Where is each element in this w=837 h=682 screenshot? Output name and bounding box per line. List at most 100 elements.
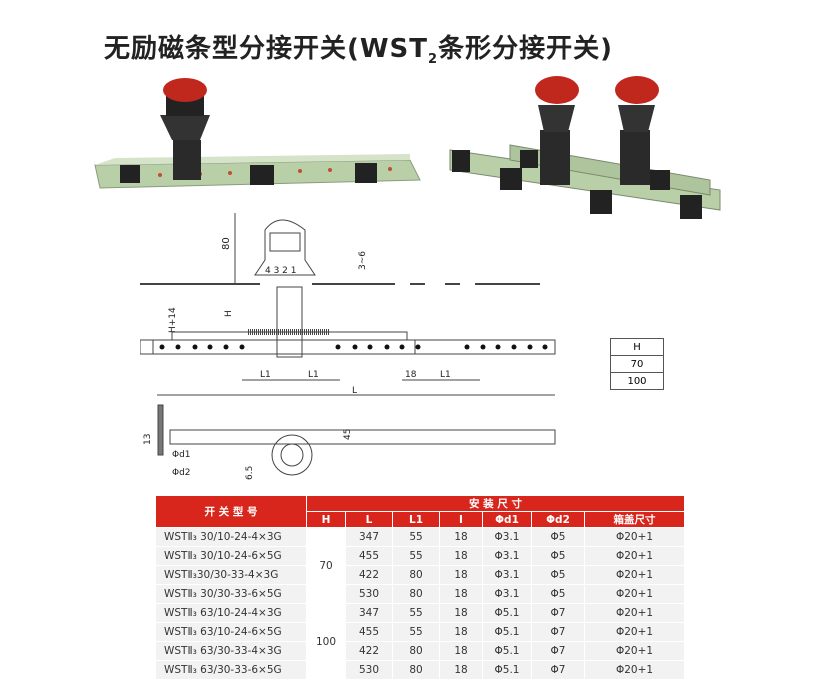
column-header: Φd2 (532, 512, 584, 527)
dim-h: H (224, 310, 234, 317)
technical-drawing: 80 3~6 H+14 H 4 3 2 1 L1 L1 18 L1 L 13 4… (140, 213, 556, 480)
table-cell: Φ20+1 (585, 623, 684, 641)
table-cell: WSTⅡ₃ 63/30-33-4×3G (156, 642, 306, 660)
dim-13: 13 (143, 434, 153, 445)
table-cell: 55 (393, 604, 439, 622)
table-cell: WSTⅡ₃ 30/10-24-4×3G (156, 528, 306, 546)
dim-l1-c: L1 (440, 370, 451, 380)
table-cell: Φ7 (532, 604, 584, 622)
table-cell: Φ20+1 (585, 528, 684, 546)
model-header: 开 关 型 号 (156, 496, 306, 527)
table-cell: Φ5 (532, 566, 584, 584)
dim-phi-d2: Φd2 (172, 468, 191, 478)
table-cell: 18 (440, 566, 482, 584)
table-cell: 18 (440, 604, 482, 622)
table-cell: Φ5 (532, 528, 584, 546)
table-cell: 55 (393, 528, 439, 546)
dim-80: 80 (221, 237, 232, 250)
page-title: 无励磁条型分接开关(WST2条形分接开关) (104, 28, 613, 67)
install-dim-header: 安 装 尺 寸 (307, 496, 684, 511)
table-cell: Φ5.1 (483, 623, 531, 641)
table-cell: Φ20+1 (585, 604, 684, 622)
title-tail: 条形分接开关) (438, 34, 613, 64)
table-cell: 347 (346, 528, 392, 546)
table-cell: Φ20+1 (585, 661, 684, 679)
dial-numbers: 4 3 2 1 (265, 266, 297, 276)
product-photo-double (449, 76, 721, 219)
table-cell: WSTⅡ₃ 30/30-33-6×5G (156, 585, 306, 603)
dim-l1-a: L1 (260, 370, 271, 380)
table-cell: 422 (346, 642, 392, 660)
column-header: 箱盖尺寸 (585, 512, 684, 527)
table-cell: Φ5 (532, 547, 584, 565)
table-cell: Φ3.1 (483, 547, 531, 565)
table-cell: 18 (440, 585, 482, 603)
h-header: H (610, 338, 664, 356)
table-cell: WSTⅡ₃ 30/10-24-6×5G (156, 547, 306, 565)
table-cell: WSTⅡ₃ 63/30-33-6×5G (156, 661, 306, 679)
table-cell: Φ7 (532, 661, 584, 679)
table-cell: WSTⅡ₃ 63/10-24-6×5G (156, 623, 306, 641)
table-cell: 55 (393, 623, 439, 641)
h-value: 70 (610, 355, 664, 373)
table-cell: Φ3.1 (483, 528, 531, 546)
table-cell: 455 (346, 623, 392, 641)
table-cell: 347 (346, 604, 392, 622)
table-cell: 80 (393, 661, 439, 679)
dim-45: 45 (343, 429, 353, 440)
dim-phi-d1: Φd1 (172, 450, 191, 460)
table-cell: WSTⅡ₃30/30-33-4×3G (156, 566, 306, 584)
dim-l: L (352, 386, 357, 396)
table-cell: 530 (346, 661, 392, 679)
table-cell: Φ20+1 (585, 566, 684, 584)
table-cell: 18 (440, 661, 482, 679)
table-cell: WSTⅡ₃ 63/10-24-4×3G (156, 604, 306, 622)
dim-3-6: 3~6 (358, 251, 368, 270)
table-cell: 18 (440, 528, 482, 546)
product-photo-single (94, 78, 421, 189)
dim-l1-b: L1 (308, 370, 319, 380)
table-cell: Φ5.1 (483, 661, 531, 679)
table-cell: 18 (440, 547, 482, 565)
table-cell: Φ5 (532, 585, 584, 603)
table-cell: 530 (346, 585, 392, 603)
table-cell: 80 (393, 585, 439, 603)
table-cell: 80 (393, 642, 439, 660)
table-cell: Φ5.1 (483, 604, 531, 622)
table-cell: 18 (440, 642, 482, 660)
table-cell: Φ20+1 (585, 642, 684, 660)
dim-18: 18 (405, 370, 417, 380)
table-cell: 455 (346, 547, 392, 565)
table-cell: 80 (393, 566, 439, 584)
h-value: 100 (610, 372, 664, 390)
table-cell: Φ20+1 (585, 585, 684, 603)
h-value-table: H 70 100 (610, 338, 664, 390)
table-cell: 422 (346, 566, 392, 584)
table-cell: Φ5.1 (483, 642, 531, 660)
column-header: I (440, 512, 482, 527)
dim-6-5: 6.5 (245, 466, 255, 480)
column-header: Φd1 (483, 512, 531, 527)
column-header: L1 (393, 512, 439, 527)
table-cell: Φ7 (532, 642, 584, 660)
column-header: H (307, 512, 345, 527)
table-cell: Φ20+1 (585, 547, 684, 565)
title-subscript: 2 (428, 52, 439, 68)
table-cell: 18 (440, 623, 482, 641)
table-cell: Φ7 (532, 623, 584, 641)
table-cell: Φ3.1 (483, 566, 531, 584)
dim-h14: H+14 (168, 307, 178, 333)
table-cell: Φ3.1 (483, 585, 531, 603)
table-cell: 70 (307, 528, 345, 603)
column-header: L (346, 512, 392, 527)
